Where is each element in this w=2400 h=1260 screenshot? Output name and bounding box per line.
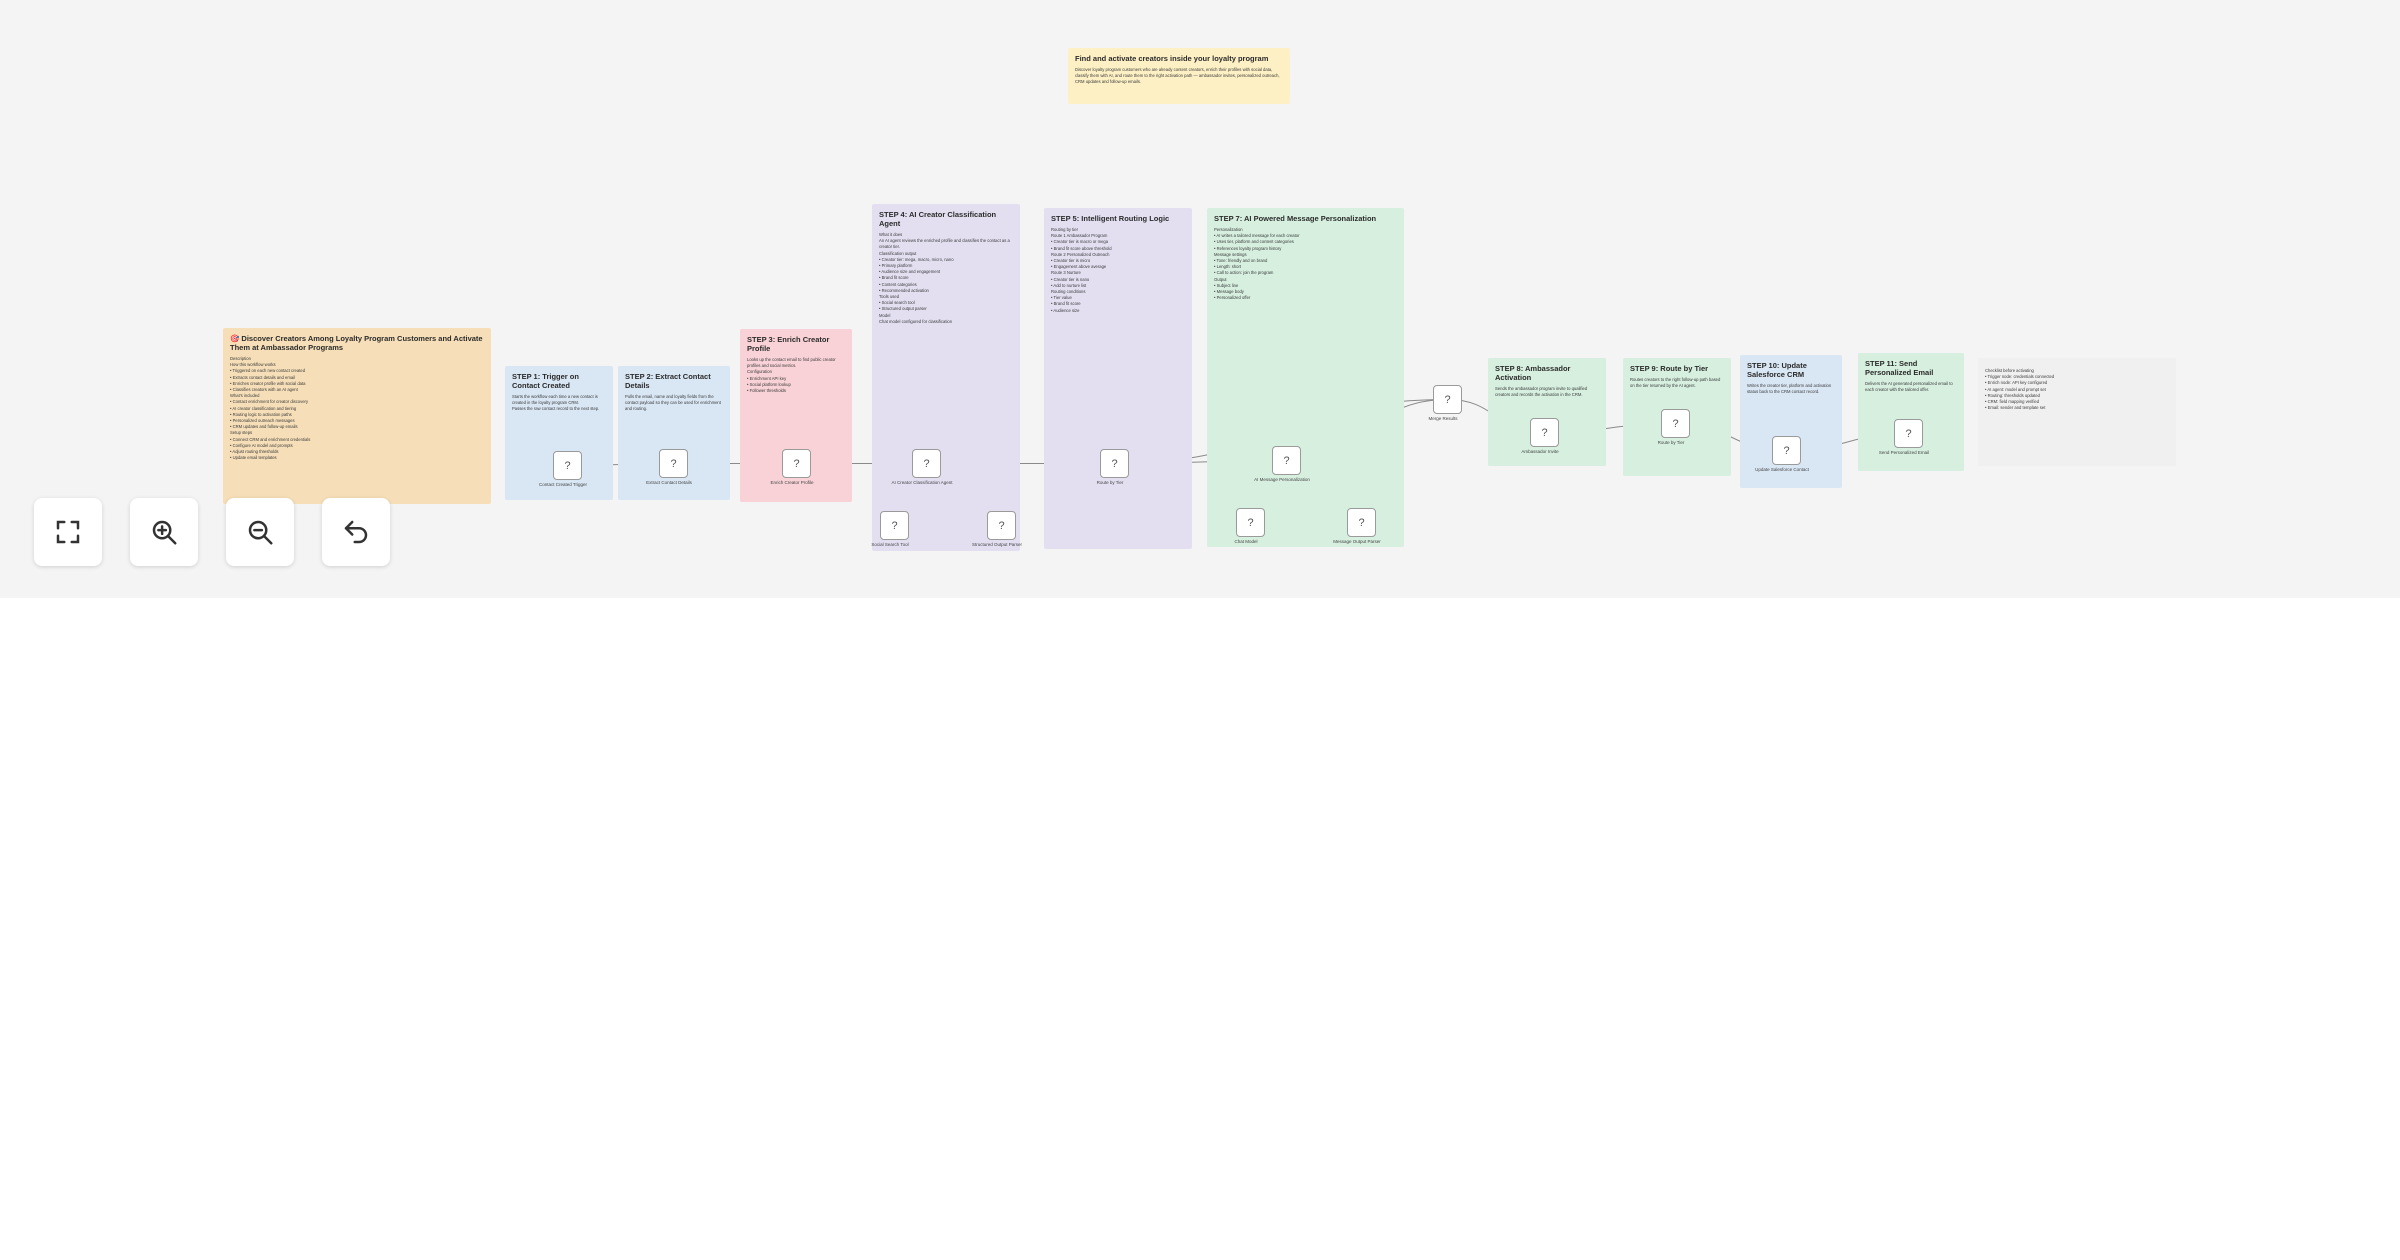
node-label: Contact Created Trigger bbox=[538, 482, 588, 487]
node-ai-message-personalization[interactable]: ? bbox=[1272, 446, 1301, 475]
sticky-overview[interactable]: 🎯 Discover Creators Among Loyalty Progra… bbox=[223, 328, 491, 504]
note-body: Starts the workflow each time a new cont… bbox=[512, 394, 600, 412]
note-body: Pulls the email, name and loyalty fields… bbox=[625, 394, 721, 412]
node-label: Enrich Creator Profile bbox=[770, 480, 814, 485]
node-label: Route by Tier bbox=[1096, 480, 1124, 485]
undo-icon bbox=[344, 520, 368, 544]
note-body: Sends the ambassador program invite to q… bbox=[1495, 386, 1588, 398]
node-chat-model[interactable]: ? bbox=[1236, 508, 1265, 537]
intro-title: Find and activate creators inside your l… bbox=[1075, 54, 1269, 63]
zoom-out-icon bbox=[248, 520, 273, 545]
note-body: Writes the creator tier, platform and ac… bbox=[1747, 383, 1832, 395]
note-body: Routes creators to the right follow-up p… bbox=[1630, 377, 1721, 389]
note-title: STEP 1: Trigger on Contact Created bbox=[512, 372, 579, 390]
note-title: STEP 10: Update Salesforce CRM bbox=[1747, 361, 1807, 379]
node-merge-results[interactable]: ? bbox=[1433, 385, 1462, 414]
node-label: Message Output Parser bbox=[1333, 539, 1381, 544]
node-extract-contact-details[interactable]: ? bbox=[659, 449, 688, 478]
node-contact-created-trigger[interactable]: ? bbox=[553, 451, 582, 480]
node-ambassador-invite[interactable]: ? bbox=[1530, 418, 1559, 447]
note-body: Checklist before activating • Trigger no… bbox=[1985, 368, 2055, 411]
note-body: What it does An AI agent reviews the enr… bbox=[879, 232, 1010, 324]
node-label: Merge Results bbox=[1428, 416, 1458, 421]
note-title: STEP 9: Route by Tier bbox=[1630, 364, 1709, 373]
note-body: Routing by tier Route 1 Ambassador Progr… bbox=[1051, 227, 1112, 313]
node-label: AI Message Personalization bbox=[1254, 477, 1310, 482]
intro-body: Discover loyalty program customers who a… bbox=[1075, 67, 1280, 85]
node-label: Route by Tier bbox=[1657, 440, 1685, 445]
note-title: STEP 3: Enrich Creator Profile bbox=[747, 335, 830, 353]
node-route-by-tier-2[interactable]: ? bbox=[1661, 409, 1690, 438]
node-label: Structured Output Parser bbox=[971, 542, 1023, 547]
node-message-output-parser[interactable]: ? bbox=[1347, 508, 1376, 537]
node-route-by-tier[interactable]: ? bbox=[1100, 449, 1129, 478]
note-title: STEP 4: AI Creator Classification Agent bbox=[879, 210, 997, 228]
node-ai-classification-agent[interactable]: ? bbox=[912, 449, 941, 478]
node-label: Update Salesforce Contact bbox=[1755, 467, 1809, 472]
note-title: 🎯 Discover Creators Among Loyalty Progra… bbox=[230, 334, 483, 352]
sticky-step-7[interactable]: STEP 7: AI Powered Message Personalizati… bbox=[1207, 208, 1404, 547]
note-title: STEP 11: Send Personalized Email bbox=[1865, 359, 1934, 377]
node-label: Social Search Tool bbox=[871, 542, 909, 547]
node-label: Send Personalized Email bbox=[1878, 450, 1930, 455]
zoom-out-button[interactable] bbox=[226, 498, 294, 566]
node-social-search-tool[interactable]: ? bbox=[880, 511, 909, 540]
node-label: Chat Model bbox=[1234, 539, 1258, 544]
sticky-checklist[interactable]: Checklist before activating • Trigger no… bbox=[1978, 358, 2176, 466]
note-title: STEP 8: Ambassador Activation bbox=[1495, 364, 1571, 382]
fullscreen-icon bbox=[56, 520, 80, 544]
note-title: STEP 5: Intelligent Routing Logic bbox=[1051, 214, 1170, 223]
node-label: AI Creator Classification Agent bbox=[891, 480, 953, 485]
node-label: Ambassador Invite bbox=[1521, 449, 1559, 454]
sticky-step-10[interactable]: STEP 10: Update Salesforce CRM Writes the… bbox=[1740, 355, 1842, 488]
note-title: STEP 2: Extract Contact Details bbox=[625, 372, 711, 390]
node-structured-output-parser[interactable]: ? bbox=[987, 511, 1016, 540]
note-body: Delivers the AI generated personalized e… bbox=[1865, 381, 1953, 393]
note-body: Personalization • AI writes a tailored m… bbox=[1214, 227, 1300, 301]
node-enrich-creator-profile[interactable]: ? bbox=[782, 449, 811, 478]
note-body: Looks up the contact email to find publi… bbox=[747, 357, 836, 394]
node-label: Extract Contact Details bbox=[646, 480, 692, 485]
node-send-personalized-email[interactable]: ? bbox=[1894, 419, 1923, 448]
workflow-canvas[interactable]: Find and activate creators inside your l… bbox=[0, 0, 2400, 598]
zoom-in-button[interactable] bbox=[130, 498, 198, 566]
node-update-salesforce-contact[interactable]: ? bbox=[1772, 436, 1801, 465]
zoom-in-icon bbox=[152, 520, 177, 545]
note-title: STEP 7: AI Powered Message Personalizati… bbox=[1214, 214, 1377, 223]
reset-button[interactable] bbox=[322, 498, 390, 566]
intro-sticky-note[interactable]: Find and activate creators inside your l… bbox=[1068, 48, 1290, 104]
fit-view-button[interactable] bbox=[34, 498, 102, 566]
note-body: Description How this workflow works • Tr… bbox=[230, 356, 311, 461]
